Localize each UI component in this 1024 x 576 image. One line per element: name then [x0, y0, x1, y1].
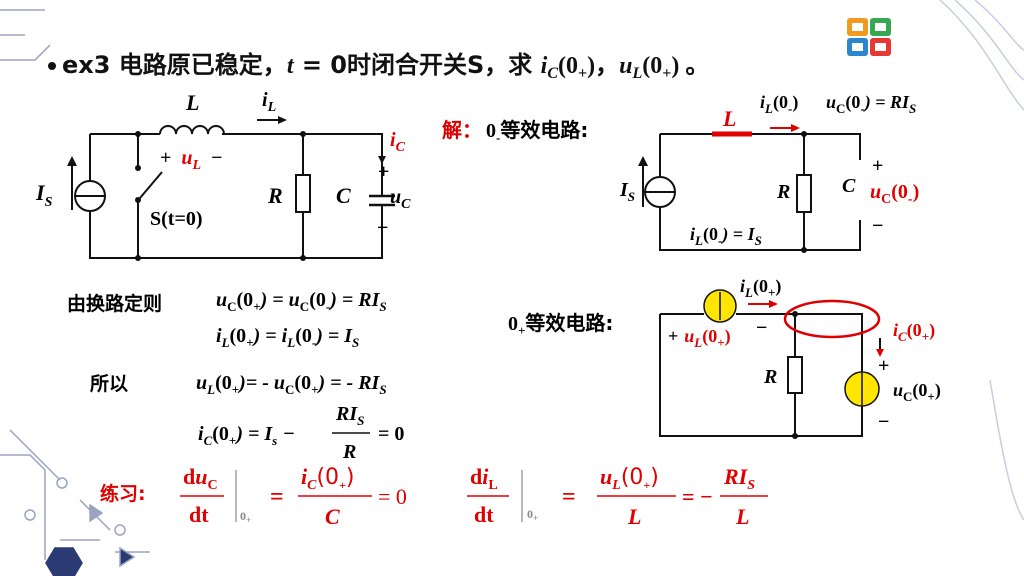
l2-label: L	[722, 106, 736, 131]
uc-plus: +	[378, 161, 389, 183]
practice-section: 练习: duC dt 0+ = iC(0+) C = 0 diL dt 0+ =…	[100, 464, 768, 529]
il0-label: iL(0-)	[760, 92, 798, 116]
svg-text:C: C	[325, 504, 340, 529]
is2-label: IS	[619, 179, 635, 204]
svg-text:dt: dt	[189, 502, 209, 527]
solution-heading: 解：0-等效电路:	[442, 118, 588, 145]
switch-label: S(t=0)	[150, 208, 203, 230]
original-circuit: L iL iC +uL− IS S(t=0) R C + uC −	[35, 89, 411, 261]
uc0p-minus: −	[878, 411, 889, 433]
r3-label: R	[763, 366, 777, 388]
c-label: C	[336, 183, 351, 208]
ic-label: iC	[390, 129, 406, 155]
svg-text:练习:: 练习:	[100, 482, 146, 505]
zero-plus-heading: 0+等效电路:	[508, 311, 613, 338]
svg-text:= 0: = 0	[378, 484, 407, 509]
uc-label: uC	[390, 186, 411, 212]
svg-text:=: =	[270, 484, 284, 510]
so-eq3: uL(0+)= - uC(0+) = - RIS	[196, 372, 387, 397]
uc-minus: −	[377, 217, 388, 239]
uc2-minus: −	[872, 215, 883, 237]
is-label: IS	[35, 180, 53, 210]
r2-label: R	[776, 181, 790, 203]
svg-text:uL(0+): uL(0+)	[600, 464, 659, 493]
ic0p-label: iC(0+)	[893, 320, 935, 344]
zero-minus-circuit: L iL(0-) uC(0-) = RIS IS R C + uC(0-) − …	[619, 92, 919, 253]
svg-text:0+: 0+	[527, 507, 538, 523]
rule-eq1: uC(0+) = uC(0-) = RIS	[216, 289, 387, 314]
rule-label: 由换路定则	[67, 292, 162, 315]
il-label: iL	[262, 89, 276, 115]
rule-eq2: iL(0+) = iL(0-) = IS	[216, 325, 359, 350]
windows-logo-icon	[847, 18, 891, 56]
zero-plus-circuit: iL(0+) +uL(0+) − iC(0+) R + uC(0+) −	[659, 276, 941, 439]
svg-text:dt: dt	[474, 502, 494, 527]
svg-text:= 0: = 0	[378, 423, 404, 445]
slide-title: ex3 电路原已稳定，t = 0时闭合开关S，求 iC(0+)，uL(0+)。	[62, 51, 709, 82]
ul-label: +uL−	[160, 147, 223, 173]
il0-eq: iL(0-) = IS	[690, 224, 762, 248]
svg-text:iC(0+) = Is−: iC(0+) = Is−	[198, 423, 295, 448]
svg-text:RIS: RIS	[723, 464, 755, 493]
svg-text:iC(0+): iC(0+)	[301, 464, 355, 493]
svg-text:RIS: RIS	[335, 403, 364, 428]
svg-text:= −: = −	[682, 484, 713, 509]
uc2-label: uC(0-)	[870, 181, 919, 207]
svg-text:0+: 0+	[240, 509, 251, 525]
r-label: R	[267, 183, 283, 208]
uc0p-plus: +	[878, 355, 889, 377]
svg-text:diL: diL	[470, 464, 498, 493]
uc0p-label: uC(0+)	[893, 380, 941, 404]
svg-text:duC: duC	[183, 464, 218, 493]
slide-bullet-icon	[48, 62, 56, 70]
ul0p-label: +uL(0+)	[668, 326, 731, 350]
il0p-label: iL(0+)	[740, 276, 781, 300]
ul0p-minus: −	[756, 317, 767, 339]
svg-text:R: R	[342, 441, 356, 463]
inductor-label: L	[185, 90, 199, 115]
uc0-eq: uC(0-) = RIS	[826, 92, 916, 116]
c2-label: C	[842, 175, 856, 197]
svg-text:=: =	[562, 484, 576, 510]
uc2-plus: +	[872, 155, 883, 177]
so-label: 所以	[90, 373, 128, 395]
svg-text:L: L	[627, 504, 641, 529]
svg-text:L: L	[735, 504, 749, 529]
so-eq4: iC(0+) = Is− RIS R = 0	[198, 403, 404, 463]
